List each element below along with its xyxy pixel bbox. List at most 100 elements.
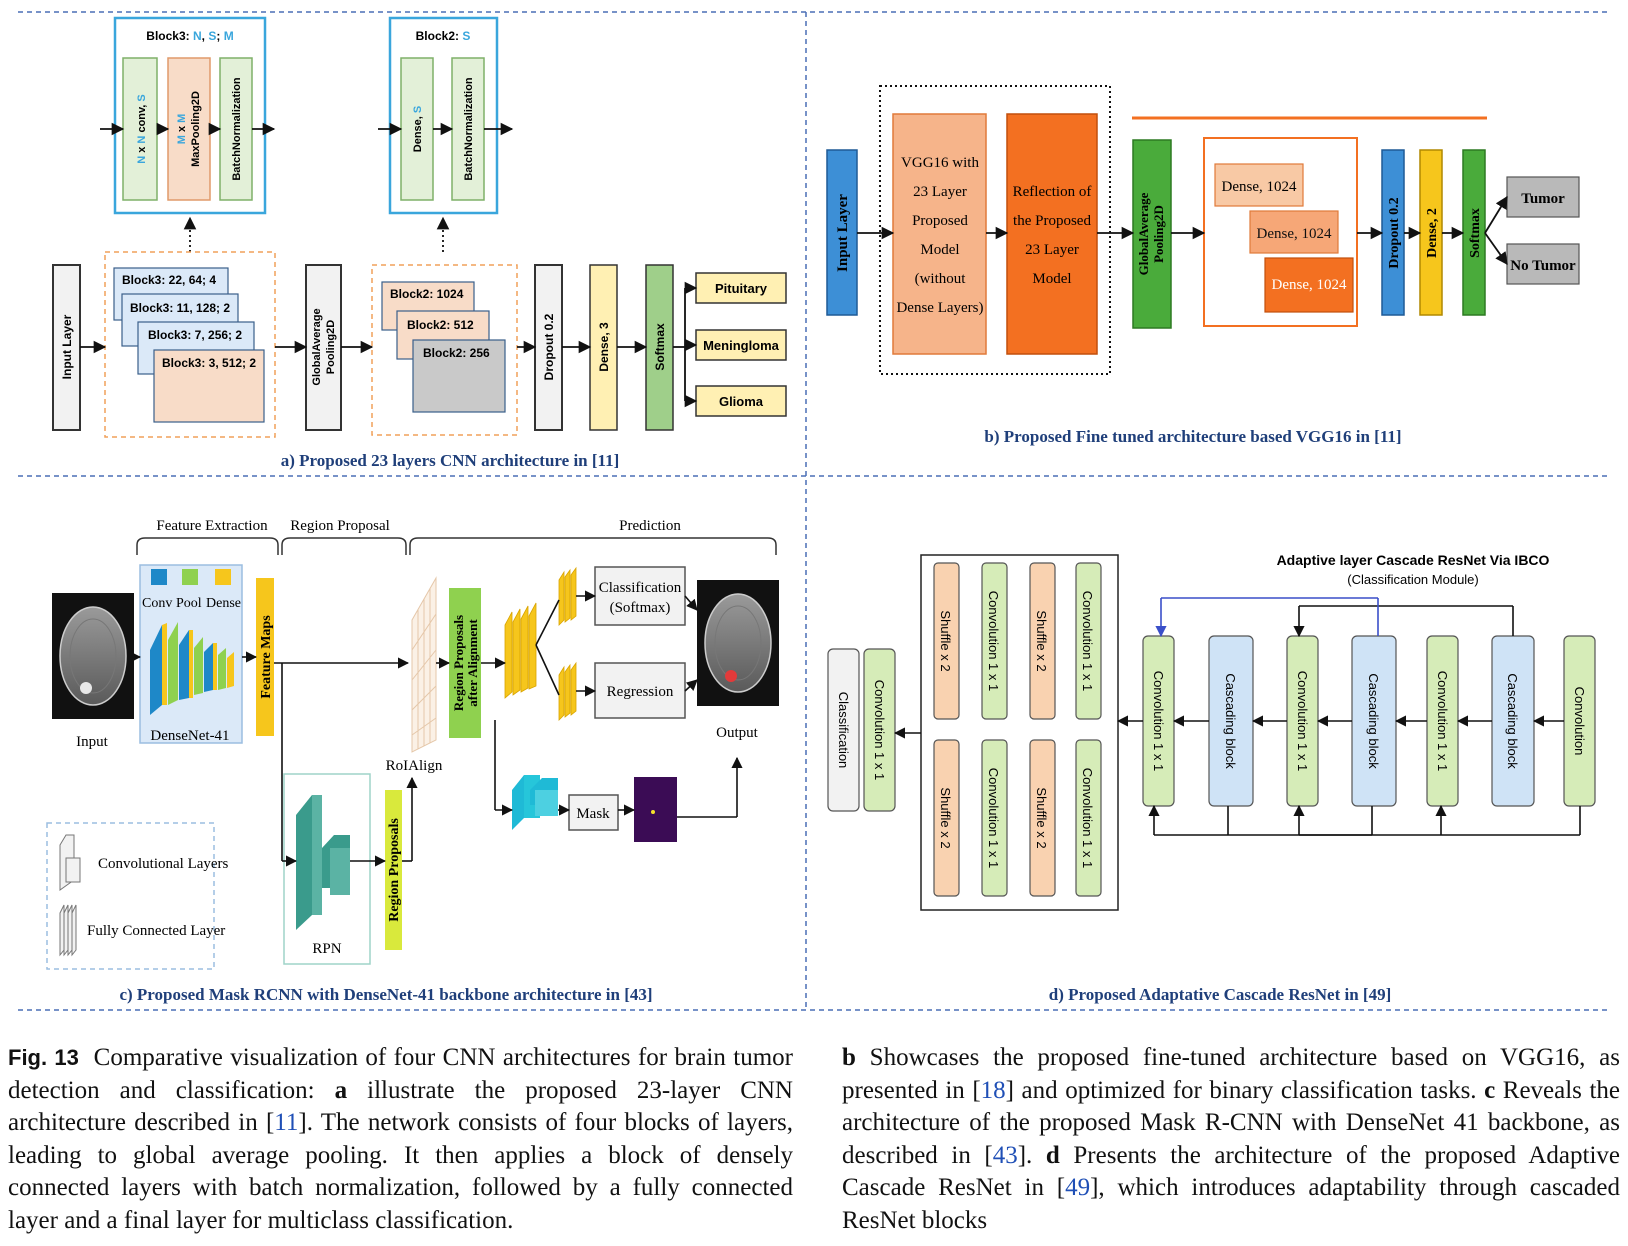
d-arrows (893, 605, 1581, 836)
a-output-label: Meningloma (703, 338, 780, 353)
svg-text:Convolution 1 x 1: Convolution 1 x 1 (986, 768, 1001, 868)
svg-text:Model: Model (920, 242, 959, 258)
b-dense-label: Dense, 2 (1425, 208, 1440, 258)
c-legend-conv-label: Convolutional Layers (98, 856, 229, 872)
a-input-layer (52, 264, 81, 431)
c-heads: Classification (Softmax) Regression Mask (568, 566, 686, 831)
svg-text:Reflection of: Reflection of (1013, 184, 1092, 200)
a-output-label: Pituitary (715, 281, 768, 296)
block2-dense-label: Dense, S (412, 106, 424, 152)
detail-connectors (183, 216, 450, 252)
c-feature-maps-label: Feature Maps (259, 615, 274, 699)
b-vgg-label: VGG16 with 23 Layer Proposed Model (with… (896, 155, 983, 316)
svg-text:Cascading block: Cascading block (1366, 673, 1381, 769)
a-pipeline-arrows (80, 281, 698, 408)
panel-letter: c (1484, 1076, 1496, 1104)
c-legend-icons (59, 834, 81, 957)
b-dense-item: Dense, 1024 (1257, 226, 1332, 242)
c-roialign-grid (411, 576, 437, 753)
svg-text:Feature Extraction: Feature Extraction (156, 518, 268, 534)
svg-text:Model: Model (1032, 271, 1071, 287)
c-stage-headers: Feature Extraction Region Proposal Predi… (156, 518, 681, 534)
c-aligned-proposals-label-1: Region Proposals (451, 615, 466, 711)
block2-batchnorm-layer (451, 57, 485, 201)
b-input-layer-label: Input Layer (835, 194, 851, 272)
b-dense-item: Dense, 1024 (1222, 179, 1297, 195)
block2-dense-layer (400, 57, 434, 201)
reference-link[interactable]: 49 (1065, 1174, 1091, 1201)
a-input-layer-label: Input Layer (60, 314, 74, 379)
svg-text:Convolution 1 x 1: Convolution 1 x 1 (1295, 671, 1310, 771)
svg-text:Pool: Pool (176, 596, 202, 611)
block3-item: Block3: 3, 512; 2 (162, 356, 256, 370)
b-gap-label-2: Pooling2D (1151, 205, 1166, 263)
c-fc-stacks (504, 566, 577, 721)
b-output-label: Tumor (1521, 191, 1565, 207)
a-output-label: Glioma (719, 394, 764, 409)
caption-text: Presents the architecture of the propose… (842, 1141, 1621, 1202)
c-region-proposals (385, 790, 402, 950)
c-mask-output (634, 777, 677, 842)
c-rpn-label: RPN (312, 941, 341, 957)
svg-text:23 Layer: 23 Layer (1025, 242, 1079, 258)
svg-text:Shuffle x 2: Shuffle x 2 (938, 610, 953, 671)
c-regression-label: Regression (607, 684, 674, 700)
caption-text: ] and optimized for binary classificatio… (1005, 1076, 1485, 1104)
panel-b: Input Layer VGG16 with 23 Layer Proposed… (826, 85, 1580, 446)
c-aligned-proposals (449, 588, 481, 738)
block3-group (104, 251, 276, 438)
panel-c-caption: c) Proposed Mask RCNN with DenseNet-41 b… (119, 985, 652, 1004)
a-gap-label-1: GlobalAverage (311, 308, 323, 385)
d-classification-label: Classification (836, 692, 851, 769)
svg-text:Convolution: Convolution (1572, 687, 1587, 756)
panel-c: Feature Extraction Region Proposal Predi… (46, 518, 779, 1004)
block3-conv-layer (122, 57, 158, 201)
block3-pool-label: MaxPooling2D (190, 91, 202, 167)
panel-a-caption: a) Proposed 23 layers CNN architecture i… (281, 451, 620, 470)
svg-text:Dense: Dense (206, 596, 241, 611)
reference-link[interactable]: 18 (980, 1076, 1006, 1104)
d-final-conv-label: Convolution 1 x 1 (872, 680, 887, 780)
reference-link[interactable]: 11 (274, 1109, 299, 1136)
b-dense-stack: Dense, 1024 Dense, 1024 Dense, 1024 (1214, 163, 1354, 313)
block3-batchnorm-label: BatchNormalization (231, 77, 243, 181)
svg-text:Cascading block: Cascading block (1223, 673, 1238, 769)
caption-text: ]. (1017, 1141, 1046, 1169)
svg-text:VGG16 with: VGG16 with (901, 155, 979, 171)
caption-text: Showcases the proposed fine-tuned archit… (842, 1044, 1620, 1104)
block3-stack: Block3: 22, 64; 4 Block3: 11, 128; 2 Blo… (113, 267, 265, 423)
d-title: Adaptive layer Cascade ResNet Via IBCO (1277, 552, 1550, 568)
d-skip-connection (1155, 597, 1379, 638)
caption-right: b Showcases the proposed fine-tuned arch… (842, 1042, 1620, 1237)
a-dropout-label: Dropout 0.2 (542, 313, 556, 380)
c-classification-label: (Softmax) (610, 600, 671, 616)
svg-text:Prediction: Prediction (619, 518, 681, 534)
c-classification-label: Classification (599, 580, 682, 596)
reference-link[interactable]: 43 (992, 1141, 1018, 1169)
c-mask-head (512, 775, 558, 830)
svg-text:Shuffle x 2: Shuffle x 2 (1034, 787, 1049, 848)
c-aligned-proposals-label-2: after Alignment (465, 619, 480, 707)
b-gap-layer (1132, 139, 1172, 329)
block2-item: Block2: 256 (423, 346, 490, 360)
b-frozen-group (879, 85, 1111, 375)
b-reflection-box (1006, 113, 1098, 355)
svg-text:Convolution 1 x 1: Convolution 1 x 1 (1435, 671, 1450, 771)
svg-text:Conv: Conv (142, 596, 172, 611)
svg-text:Convolution 1 x 1: Convolution 1 x 1 (1080, 768, 1095, 868)
c-legend-box (46, 822, 215, 970)
figure-label: Fig. 13 (8, 1045, 79, 1070)
b-output-label: No Tumor (1510, 258, 1576, 274)
a-softmax-label: Softmax (653, 323, 667, 371)
c-output-label: Output (716, 725, 759, 741)
d-classification (827, 648, 860, 812)
panel-d-caption: d) Proposed Adaptative Cascade ResNet in… (1049, 985, 1392, 1004)
b-vgg-box (892, 113, 987, 355)
c-region-proposals-label: Region Proposals (387, 818, 402, 922)
panel-letter: a (334, 1076, 348, 1104)
block2-stack: Block2: 1024 Block2: 512 Block2: 256 (381, 281, 506, 413)
caption-text: ]. The network consists of four blocks o… (8, 1109, 793, 1234)
b-reflection-label: Reflection of the Proposed 23 Layer Mode… (1013, 184, 1092, 287)
b-dense-item: Dense, 1024 (1272, 277, 1347, 293)
